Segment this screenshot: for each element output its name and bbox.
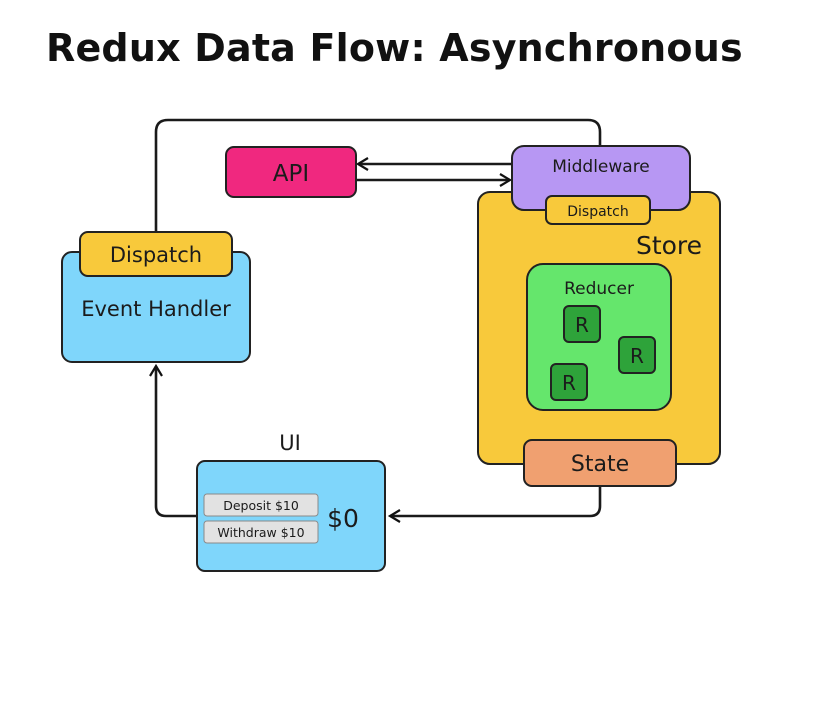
withdraw-button[interactable]: Withdraw $10 <box>203 520 319 544</box>
ui-balance: $0 <box>327 504 359 533</box>
api-box <box>225 146 357 198</box>
middleware-dispatch-box <box>545 195 651 225</box>
middleware-dispatch-label: Dispatch <box>567 204 629 220</box>
reducer-label: Reducer <box>564 279 634 299</box>
state-box <box>523 439 677 487</box>
state-to-ui-arrow <box>387 486 602 523</box>
api-label: API <box>273 161 309 187</box>
svg-text:R: R <box>630 344 644 368</box>
ui-label: UI <box>279 431 301 455</box>
svg-text:R: R <box>575 313 589 337</box>
event-handler-label: Event Handler <box>81 297 231 321</box>
middleware-label: Middleware <box>552 157 650 177</box>
reducer-block: R <box>550 363 588 401</box>
deposit-button[interactable]: Deposit $10 <box>203 493 319 517</box>
handler-to-middleware-line <box>154 118 602 232</box>
svg-text:Withdraw $10: Withdraw $10 <box>217 525 304 540</box>
store-label: Store <box>636 231 702 260</box>
state-label: State <box>571 452 629 477</box>
reducer-block: R <box>618 336 656 374</box>
ui-to-handler-arrow <box>149 363 198 518</box>
handler-dispatch-label: Dispatch <box>110 243 202 267</box>
handler-dispatch-box <box>79 231 233 277</box>
svg-text:R: R <box>562 371 576 395</box>
page-title: Redux Data Flow: Asynchronous <box>46 26 743 70</box>
reducer-block: R <box>563 305 601 343</box>
svg-text:Deposit $10: Deposit $10 <box>223 498 299 513</box>
